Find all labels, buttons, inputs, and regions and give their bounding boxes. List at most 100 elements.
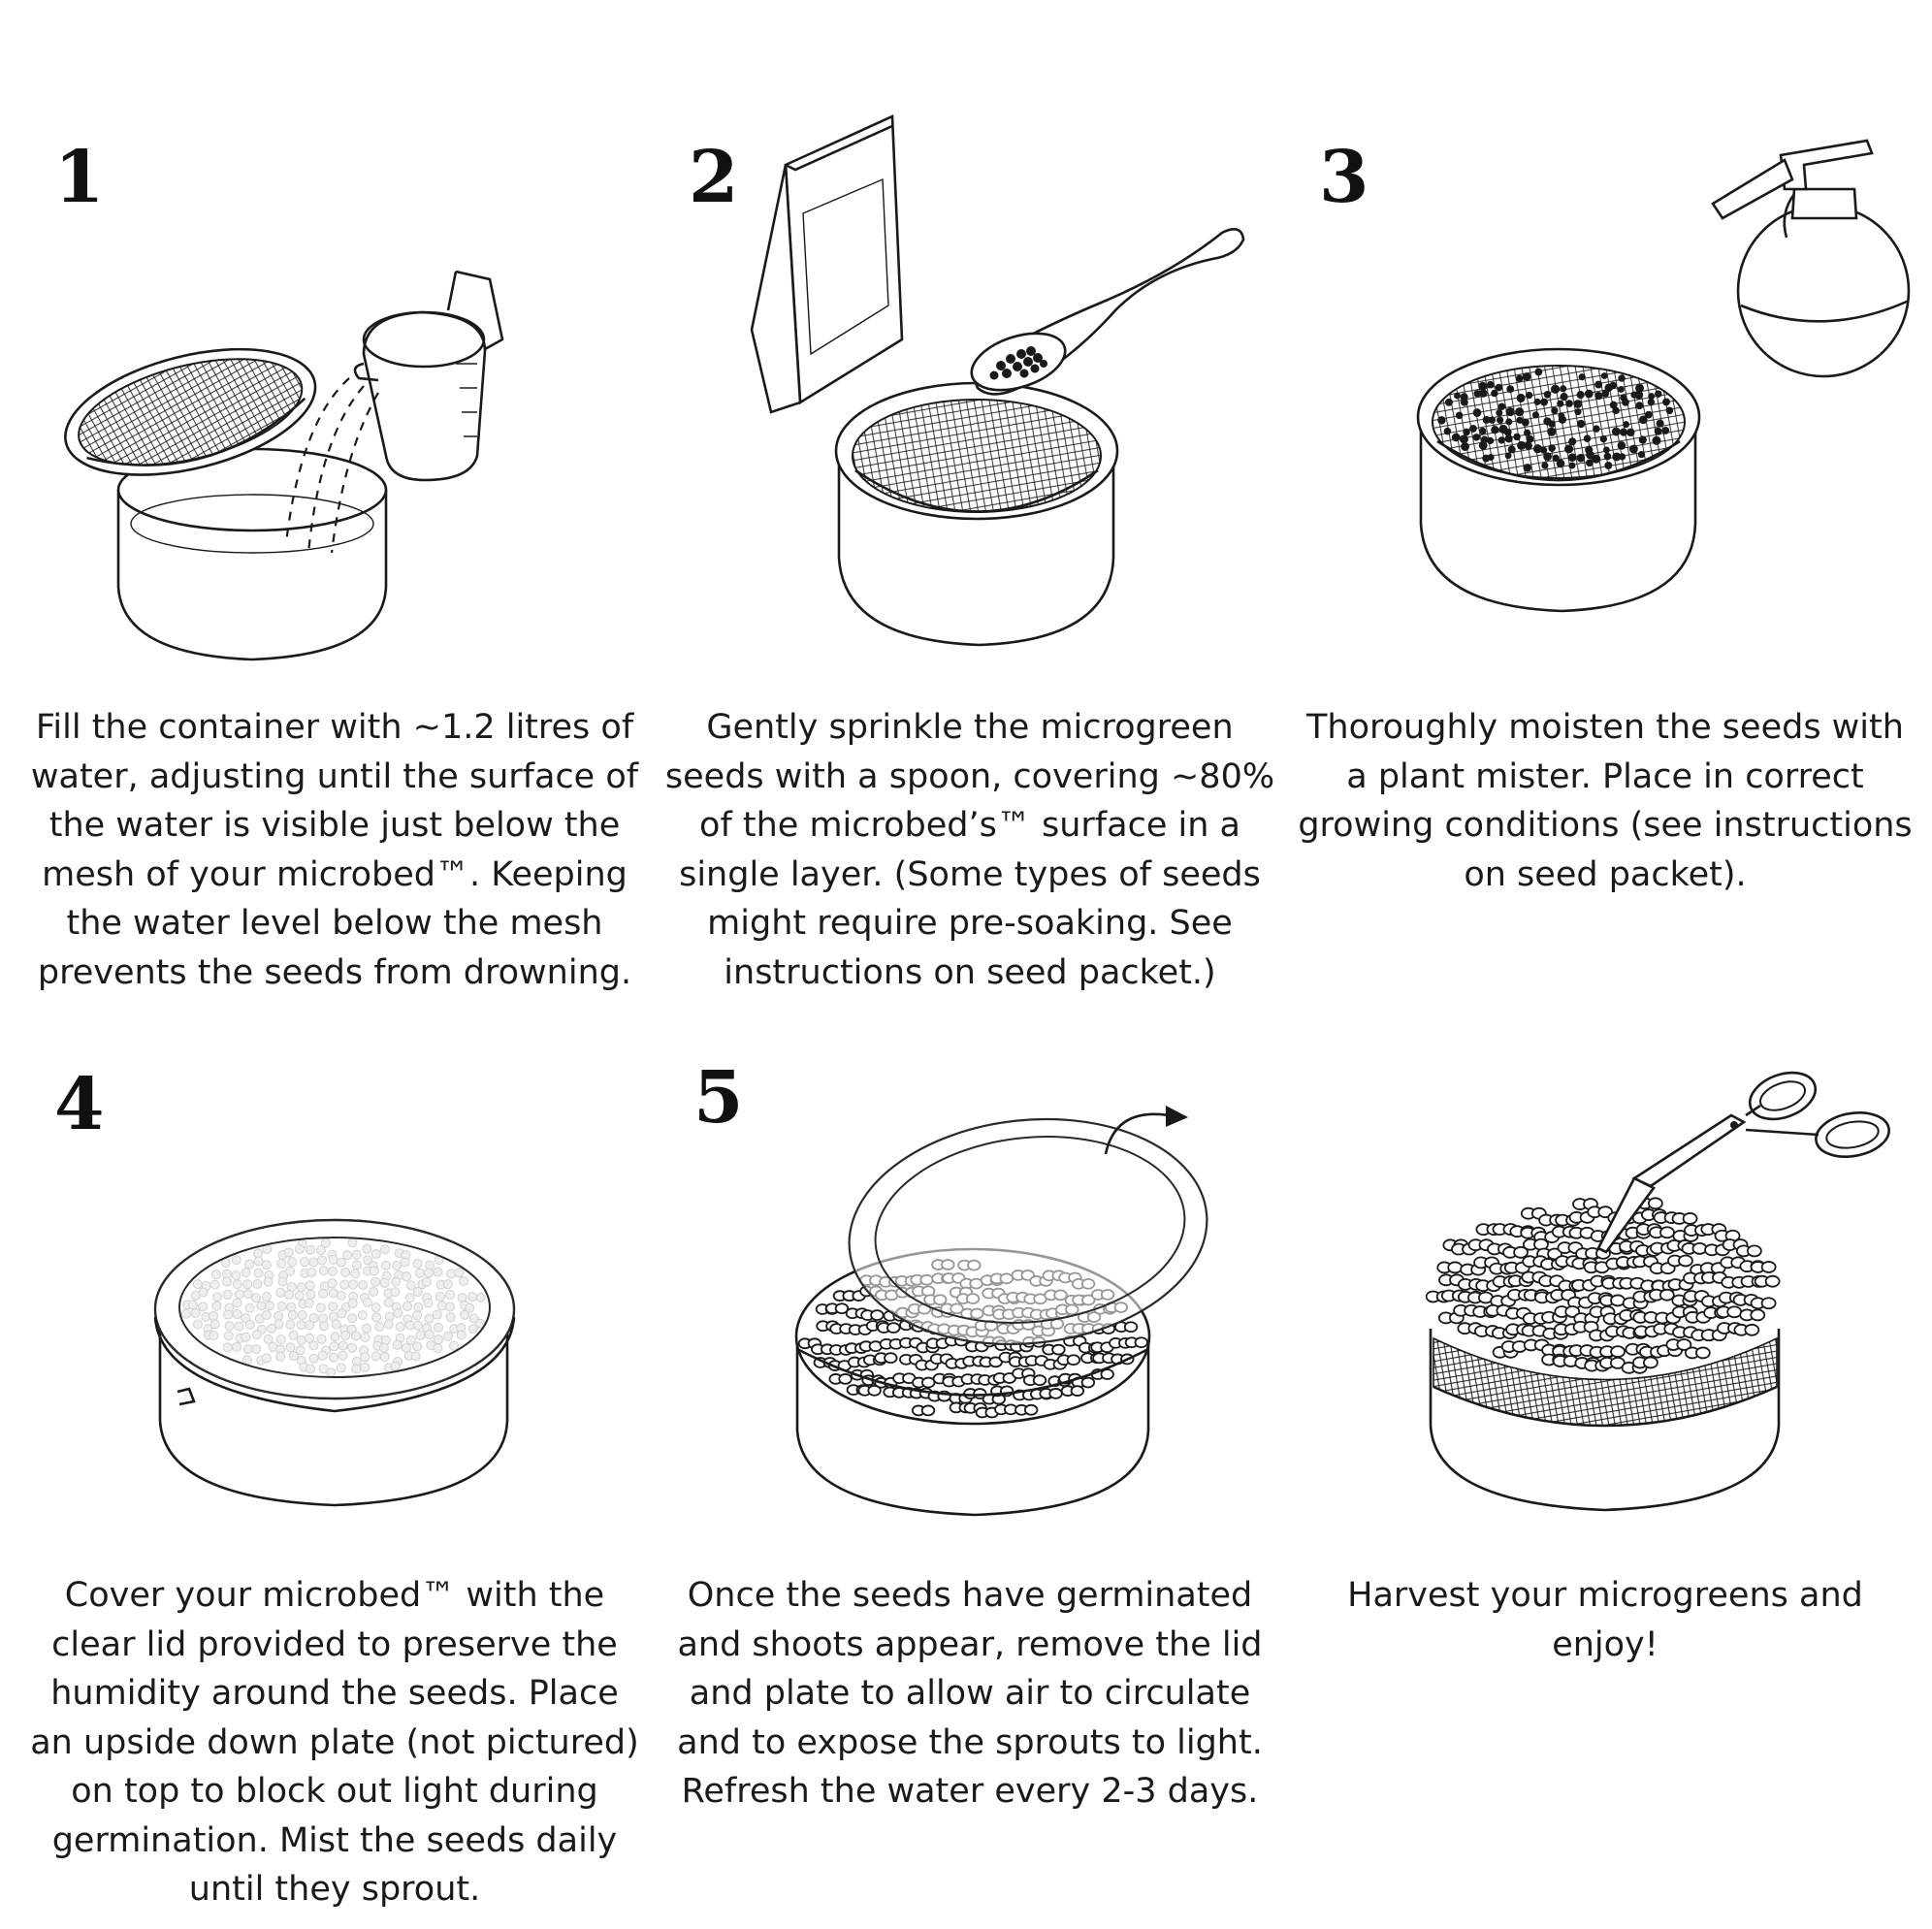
seed-dot bbox=[1560, 385, 1567, 393]
seed-dot bbox=[1497, 436, 1505, 444]
seed-dot bbox=[1507, 445, 1516, 454]
seed-dot bbox=[1609, 381, 1617, 390]
seed-dot bbox=[1521, 418, 1530, 427]
step-caption: Gently sprinkle the microgreen seeds wit… bbox=[664, 708, 1275, 992]
seed-dot bbox=[1479, 427, 1487, 435]
seed-dot bbox=[1583, 434, 1592, 442]
seed-dot bbox=[1463, 428, 1470, 436]
seed-dot bbox=[1550, 384, 1561, 394]
container-with-mesh-and-pouring-jug-icon bbox=[64, 270, 504, 661]
seed-dot bbox=[1612, 452, 1622, 462]
sprout-leaf bbox=[870, 1309, 885, 1321]
seed-dot bbox=[1628, 444, 1638, 454]
seed-dot bbox=[1645, 410, 1653, 419]
sprout-leaf bbox=[1750, 1308, 1766, 1322]
seed-dot bbox=[1513, 433, 1521, 441]
seed-dot bbox=[1478, 440, 1488, 450]
seed-dot bbox=[1576, 453, 1586, 463]
seed-dot bbox=[1503, 428, 1512, 436]
sprout-leaf bbox=[1647, 1197, 1663, 1210]
seed-dot bbox=[1609, 401, 1618, 409]
seed-dot bbox=[1576, 419, 1586, 429]
sprout-leaf bbox=[1726, 1305, 1743, 1319]
seed-dot bbox=[1497, 416, 1504, 424]
sprout-leaf bbox=[1032, 1374, 1047, 1386]
seed-dot bbox=[1523, 464, 1532, 472]
seed-dot bbox=[1548, 420, 1556, 428]
seed-dot bbox=[1525, 391, 1533, 400]
seed-dot bbox=[1623, 421, 1630, 429]
sprout-leaf bbox=[1610, 1345, 1626, 1359]
seed-dot bbox=[1619, 428, 1628, 436]
seed-dot bbox=[1556, 459, 1565, 468]
seed-dot bbox=[1540, 398, 1549, 406]
seed-dot bbox=[1637, 451, 1646, 459]
step-number: 3 bbox=[1319, 136, 1369, 219]
seed-dot bbox=[1617, 441, 1626, 450]
seed-dot bbox=[1455, 411, 1464, 420]
seed-dot bbox=[1592, 454, 1601, 464]
sprout-leaf bbox=[920, 1404, 936, 1417]
seed-dot bbox=[1654, 427, 1662, 435]
seed-dot bbox=[1487, 454, 1495, 462]
seed-dot bbox=[1622, 398, 1629, 406]
sprout-leaf bbox=[1066, 1354, 1081, 1366]
seed-dot bbox=[1472, 408, 1482, 417]
seed-dot bbox=[1532, 444, 1543, 454]
sprout-leaf bbox=[1080, 1376, 1096, 1389]
seed-dot bbox=[1648, 393, 1656, 401]
sprout-leaf bbox=[1023, 1403, 1039, 1416]
seed-dot bbox=[1454, 392, 1461, 400]
seed-dot bbox=[1593, 425, 1600, 433]
seed-dot bbox=[1505, 418, 1513, 426]
sprout-leaf bbox=[1134, 1336, 1149, 1349]
seed-dot bbox=[1437, 416, 1446, 425]
seed-dot bbox=[1568, 462, 1576, 469]
seed-dot bbox=[1634, 390, 1644, 400]
seed-dot bbox=[1584, 389, 1594, 399]
seed-dot bbox=[1460, 398, 1468, 406]
seed-dot bbox=[1524, 441, 1532, 450]
seed-dot bbox=[1516, 416, 1524, 424]
step-caption: Cover your microbed™ with the clear lid … bbox=[30, 1576, 639, 1909]
sprout-leaf bbox=[1676, 1338, 1692, 1351]
seed-dot bbox=[1652, 435, 1661, 445]
seed-dot bbox=[1505, 407, 1515, 417]
seed-dot bbox=[1560, 393, 1568, 402]
seed-dot bbox=[1486, 380, 1495, 389]
scissors-harvest-icon bbox=[1426, 1071, 1890, 1512]
seed-dot bbox=[1479, 389, 1488, 398]
step-caption: Fill the container with ~1.2 litres of w… bbox=[30, 708, 639, 992]
seed-dot bbox=[1517, 440, 1527, 450]
sprout-leaf bbox=[1123, 1321, 1139, 1334]
seed-dot bbox=[1603, 452, 1612, 461]
sprout-leaf bbox=[1678, 1254, 1693, 1268]
sprout-leaf bbox=[886, 1322, 901, 1334]
seed-dot bbox=[1647, 398, 1656, 406]
seed-dot bbox=[1486, 436, 1495, 445]
plant-mister-icon bbox=[1416, 139, 1911, 613]
step-caption: Once the seeds have germinated and shoot… bbox=[677, 1576, 1263, 1811]
seed-dot bbox=[1563, 444, 1574, 454]
seed-dot bbox=[1523, 429, 1531, 436]
seed-dot bbox=[1551, 406, 1559, 414]
step-caption: Thoroughly moisten the seeds with a plan… bbox=[1298, 708, 1913, 894]
seed-dot bbox=[1665, 406, 1674, 415]
seed-dot bbox=[1635, 383, 1645, 393]
seed-dot bbox=[1533, 398, 1541, 405]
seed-dot bbox=[1506, 385, 1515, 394]
seed-dot bbox=[1662, 398, 1670, 406]
step-number: 4 bbox=[54, 1063, 105, 1146]
seed-dot bbox=[1515, 374, 1524, 383]
seed-dot bbox=[1539, 446, 1548, 454]
seed-dot bbox=[1638, 415, 1648, 425]
seed-dot bbox=[1504, 434, 1513, 443]
seed-dot bbox=[1601, 389, 1610, 398]
seed-dot bbox=[1534, 368, 1543, 376]
seed-dot bbox=[1548, 444, 1556, 452]
seed-dot bbox=[1526, 434, 1534, 443]
sprout-leaf bbox=[1760, 1261, 1777, 1273]
seed-dot bbox=[1656, 419, 1664, 428]
seed-dot bbox=[1618, 374, 1626, 382]
sprout-leaf bbox=[1694, 1346, 1711, 1360]
